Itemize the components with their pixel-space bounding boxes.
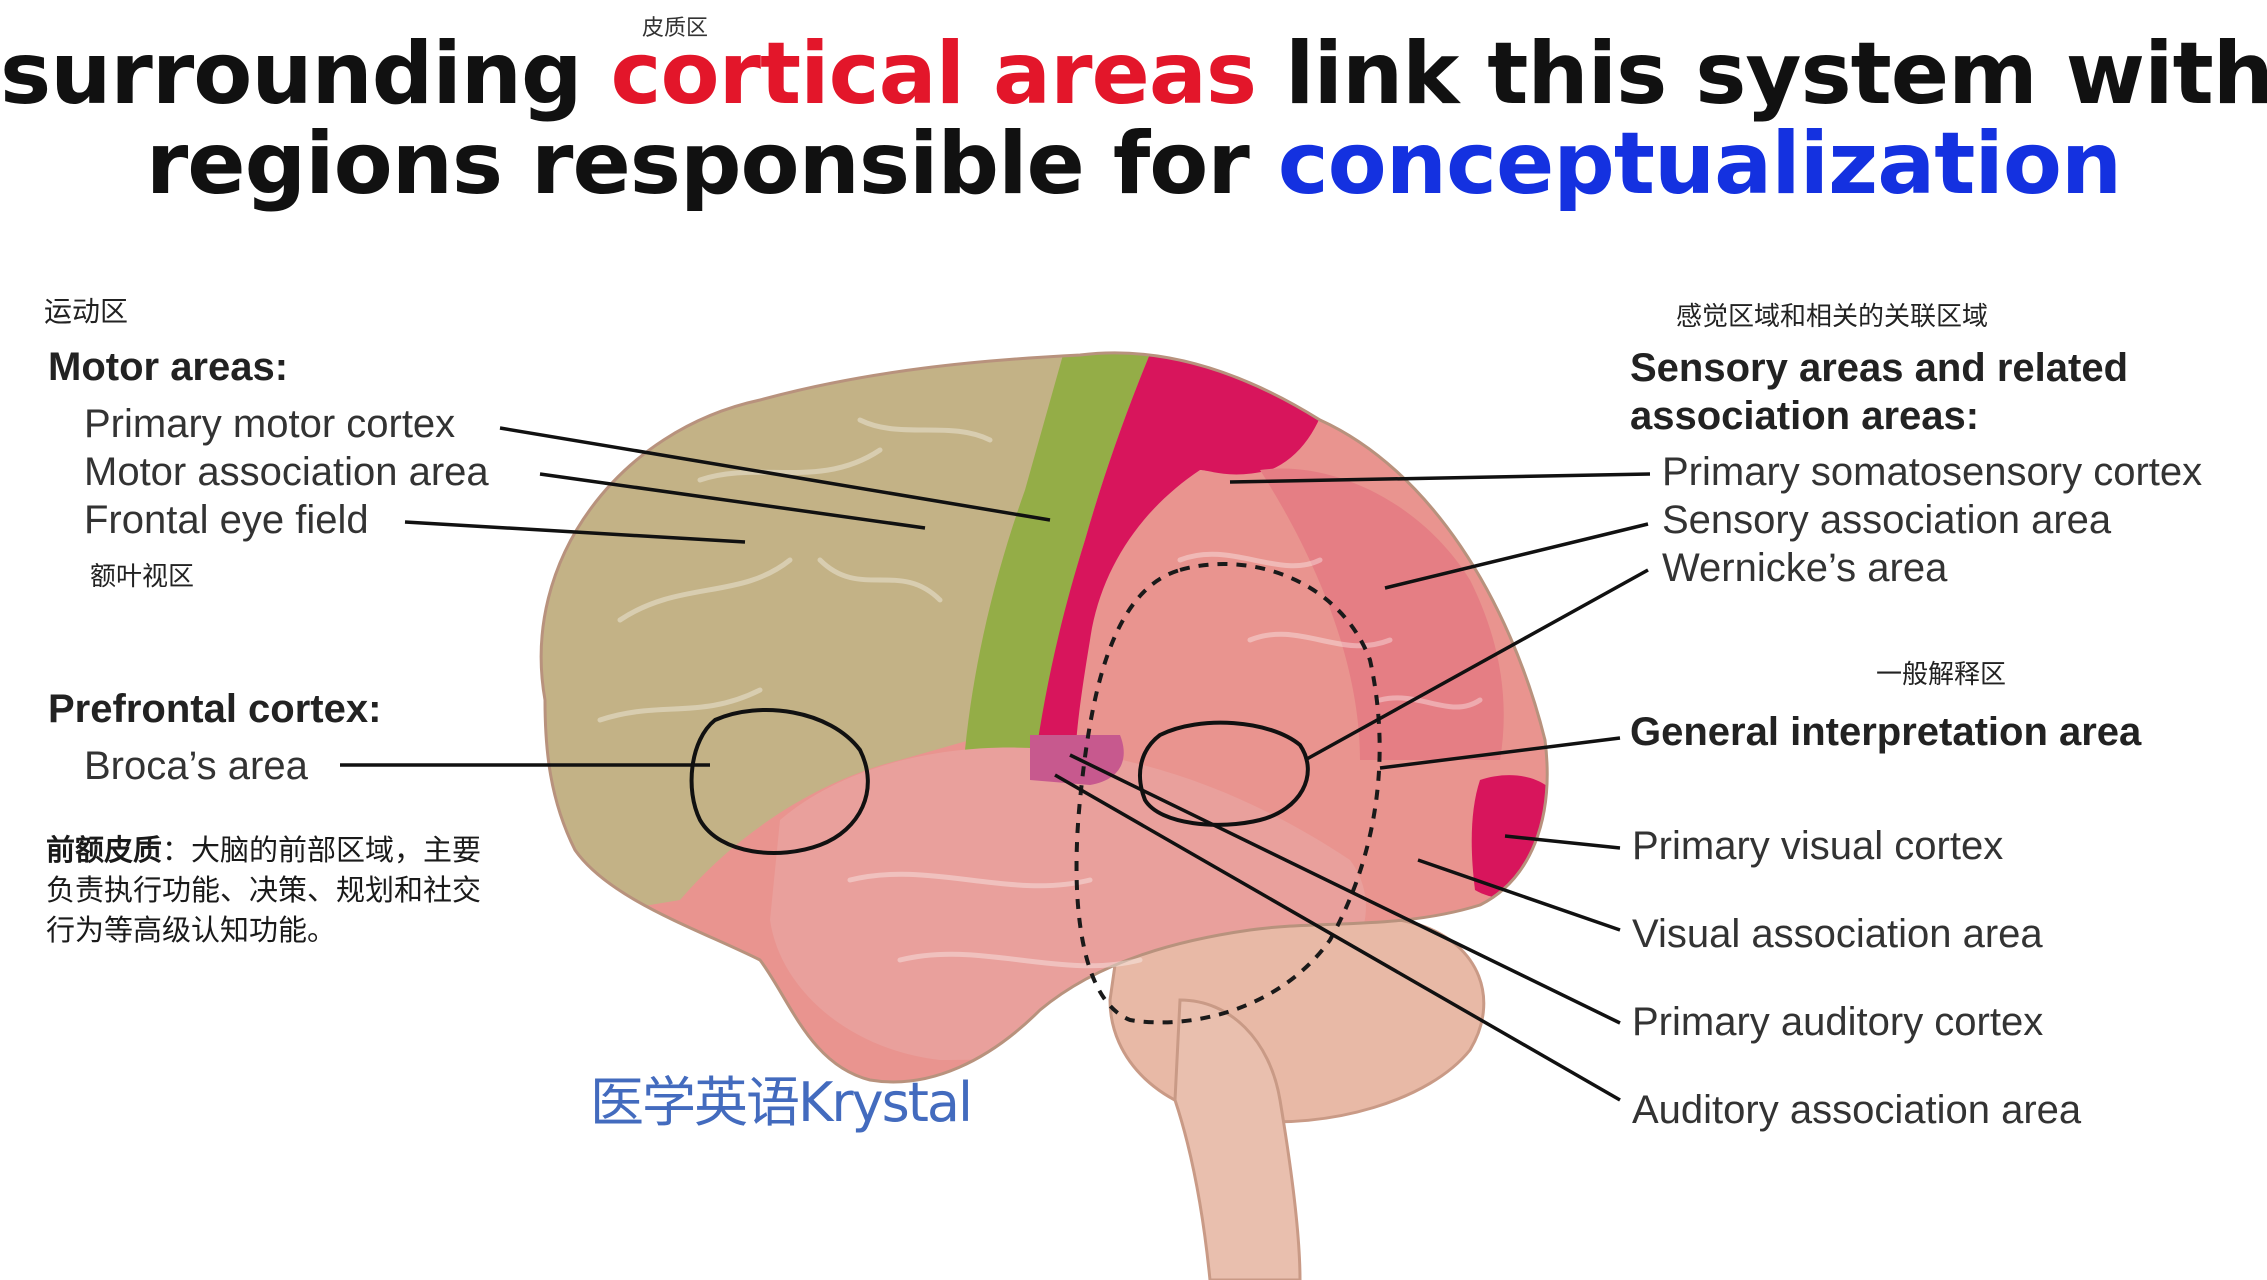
title-line-1: surrounding cortical areas link this sys… <box>0 28 2267 120</box>
label-primary-motor-cortex: Primary motor cortex <box>84 402 456 446</box>
title-highlight-cortical: cortical areas <box>610 24 1257 124</box>
label-auditory-association-area: Auditory association area <box>1632 1088 2082 1132</box>
brainstem <box>1173 998 1302 1280</box>
label-motor-association-area: Motor association area <box>84 450 489 494</box>
title-text: surrounding <box>0 24 611 124</box>
brain-outline <box>539 351 1549 1084</box>
frontal-region <box>541 352 1070 930</box>
title-highlight-conceptualization: conceptualization <box>1277 114 2122 214</box>
prefrontal-cortex-heading: Prefrontal cortex: <box>48 687 382 731</box>
prefrontal-note-term: 前额皮质 <box>46 833 163 867</box>
title-line-2: regions responsible for conceptualizatio… <box>0 118 2267 210</box>
watermark: 医学英语Krystal <box>590 1071 973 1134</box>
sensory-heading-line-2: association areas: <box>1630 394 1980 438</box>
label-primary-somatosensory-cortex: Primary somatosensory cortex <box>1662 450 2203 494</box>
prefrontal-note: 前额皮质：大脑的前部区域，主要负责执行功能、决策、规划和社交行为等高级认知功能。 <box>46 830 486 950</box>
frontal-eye-field-cn: 额叶视区 <box>90 562 195 592</box>
sensory-areas-cn: 感觉区域和相关的关联区域 <box>1676 302 1989 332</box>
brocas-area-outline <box>689 708 870 855</box>
title-text: regions responsible for <box>145 114 1278 214</box>
sensory-heading-line-1: Sensory areas and related <box>1630 346 2129 390</box>
general-interpretation-cn: 一般解释区 <box>1876 660 2007 690</box>
primary-motor-cortex-region <box>965 352 1160 750</box>
sensory-association-region <box>1260 468 1504 760</box>
label-primary-visual-cortex: Primary visual cortex <box>1632 824 2004 868</box>
label-sensory-association-area: Sensory association area <box>1662 498 2112 542</box>
leader-lines <box>340 426 1651 1102</box>
label-wernickes-area: Wernicke’s area <box>1662 546 1948 590</box>
prefrontal-note-text: ：大脑的前部区域，主要负责执行功能、决策、规划和社交行为等高级认知功能。 <box>46 833 482 947</box>
title-text: link this system with <box>1256 24 2267 124</box>
label-brocas-area: Broca’s area <box>84 744 308 788</box>
general-interpretation-outline <box>1074 562 1382 1025</box>
motor-areas-cn: 运动区 <box>44 295 129 328</box>
label-frontal-eye-field: Frontal eye field <box>84 498 369 542</box>
title-annotation-cn: 皮质区 <box>642 16 709 41</box>
gyri-texture <box>597 417 1483 969</box>
label-primary-auditory-cortex: Primary auditory cortex <box>1632 1000 2044 1044</box>
general-interpretation-heading: General interpretation area <box>1630 710 2142 754</box>
label-visual-association-area: Visual association area <box>1632 912 2043 956</box>
motor-areas-heading: Motor areas: <box>48 345 289 389</box>
